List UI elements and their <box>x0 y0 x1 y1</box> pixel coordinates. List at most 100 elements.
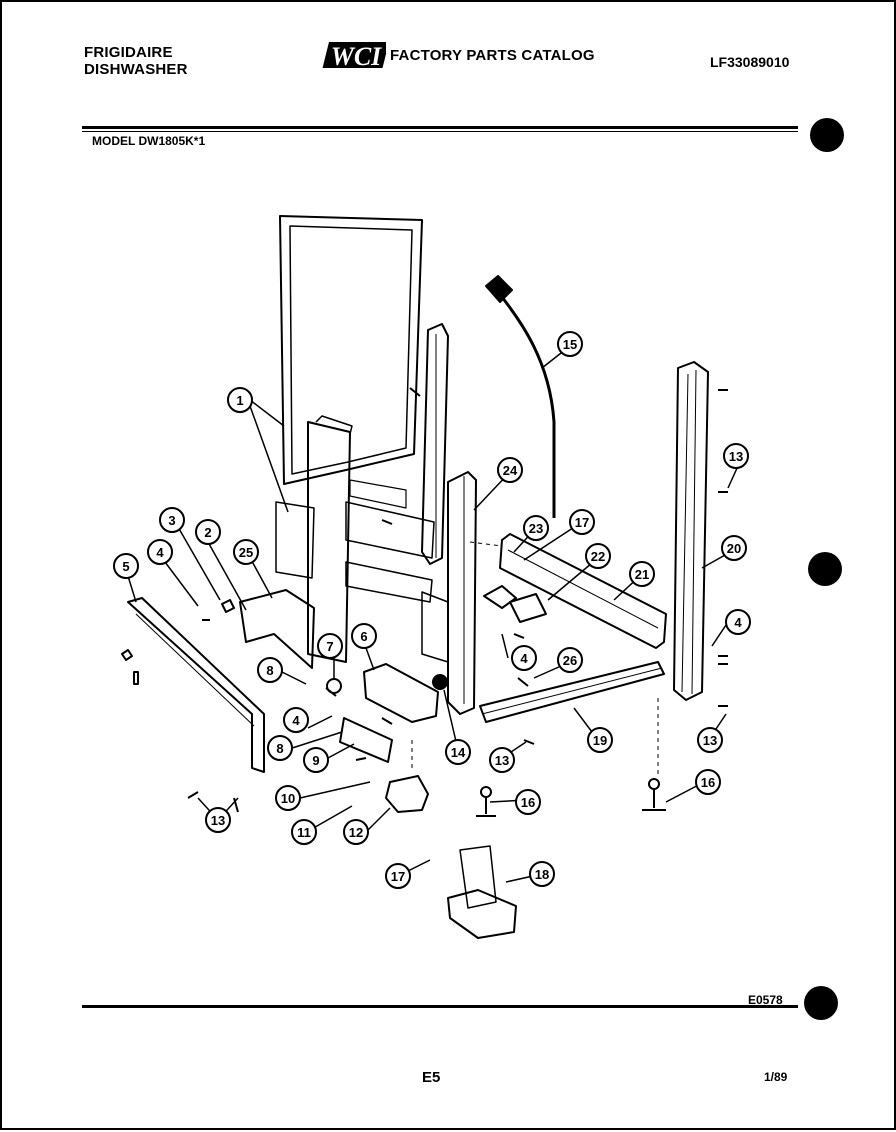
callout-26: 26 <box>557 647 583 673</box>
svg-text:13: 13 <box>729 449 743 464</box>
mounting-bracket-drawing <box>239 589 315 669</box>
frame-panel-drawing <box>279 215 423 485</box>
callout-4b: 4 <box>283 707 309 733</box>
svg-text:20: 20 <box>727 541 741 556</box>
callout-8a: 8 <box>257 657 283 683</box>
svg-text:15: 15 <box>563 337 577 352</box>
svg-text:25: 25 <box>239 545 253 560</box>
catalog-title: FACTORY PARTS CATALOG <box>390 46 595 64</box>
svg-text:12: 12 <box>349 825 363 840</box>
callout-11: 11 <box>291 819 317 845</box>
svg-text:3: 3 <box>168 513 175 528</box>
crossmember-rail-drawing <box>499 533 667 649</box>
latch-assembly-drawing <box>447 889 517 939</box>
svg-text:26: 26 <box>563 653 577 668</box>
callout-5: 5 <box>113 553 139 579</box>
svg-text:22: 22 <box>591 549 605 564</box>
callout-15: 15 <box>557 331 583 357</box>
document-number: LF33089010 <box>710 54 790 70</box>
product-type: DISHWASHER <box>84 61 188 78</box>
svg-text:14: 14 <box>451 745 466 760</box>
callout-4c: 4 <box>511 645 537 671</box>
callout-3: 3 <box>159 507 185 533</box>
side-bracket-drawing <box>447 471 477 715</box>
callout-4a: 4 <box>147 539 173 565</box>
catalog-heading: WCI FACTORY PARTS CATALOG <box>320 38 595 72</box>
svg-text:4: 4 <box>734 615 742 630</box>
callout-25: 25 <box>233 539 259 565</box>
wci-logo-icon: WCI <box>322 42 386 71</box>
callout-17b: 17 <box>385 863 411 889</box>
svg-text:5: 5 <box>122 559 129 574</box>
callout-19: 19 <box>587 727 613 753</box>
svg-text:6: 6 <box>360 629 367 644</box>
svg-text:21: 21 <box>635 567 649 582</box>
svg-text:4: 4 <box>156 545 164 560</box>
callout-24: 24 <box>497 457 523 483</box>
svg-text:4: 4 <box>520 651 528 666</box>
callout-10: 10 <box>275 785 301 811</box>
part-drawings <box>121 215 728 939</box>
callout-13b: 13 <box>205 807 231 833</box>
binder-hole <box>810 118 844 152</box>
svg-text:17: 17 <box>391 869 405 884</box>
door-switch-drawing <box>385 775 429 813</box>
callout-21: 21 <box>629 561 655 587</box>
callout-9: 9 <box>303 747 329 773</box>
svg-text:9: 9 <box>312 753 319 768</box>
svg-text:13: 13 <box>495 753 509 768</box>
svg-text:13: 13 <box>211 813 225 828</box>
callout-20: 20 <box>721 535 747 561</box>
svg-text:8: 8 <box>276 741 283 756</box>
power-cord-drawing <box>496 291 556 518</box>
callout-8b: 8 <box>267 735 293 761</box>
callout-13c: 13 <box>489 747 515 773</box>
footer-rule <box>82 1005 798 1008</box>
svg-text:23: 23 <box>529 521 543 536</box>
callout-16a: 16 <box>515 789 541 815</box>
svg-text:4: 4 <box>292 713 300 728</box>
brand-name: FRIGIDAIRE <box>84 44 173 61</box>
callout-13d: 13 <box>697 727 723 753</box>
callout-6: 6 <box>351 623 377 649</box>
callout-13a: 13 <box>723 443 749 469</box>
rear-post-drawing <box>421 323 449 565</box>
svg-text:13: 13 <box>703 733 717 748</box>
page-number: E5 <box>422 1069 441 1086</box>
figure-code: E0578 <box>748 993 783 1007</box>
callout-12: 12 <box>343 819 369 845</box>
svg-text:17: 17 <box>575 515 589 530</box>
hinge-cover-drawing <box>363 663 439 723</box>
right-rail-drawing <box>673 361 709 701</box>
callout-2: 2 <box>195 519 221 545</box>
header-rule-thin <box>82 131 798 132</box>
callout-7: 7 <box>317 633 343 659</box>
front-rail-drawing <box>479 661 665 723</box>
svg-text:19: 19 <box>593 733 607 748</box>
binder-hole <box>804 986 838 1020</box>
svg-text:1: 1 <box>236 393 243 408</box>
svg-text:2: 2 <box>204 525 211 540</box>
callout-1: 1 <box>227 387 253 413</box>
callout-23: 23 <box>523 515 549 541</box>
svg-text:10: 10 <box>281 791 295 806</box>
brand-block: FRIGIDAIRE DISHWASHER <box>84 44 188 78</box>
publication-date: 1/89 <box>764 1070 788 1084</box>
svg-text:18: 18 <box>535 867 549 882</box>
svg-text:8: 8 <box>266 663 273 678</box>
svg-text:7: 7 <box>326 639 333 654</box>
binder-hole <box>808 552 842 586</box>
svg-text:24: 24 <box>503 463 518 478</box>
callout-markers: 1 2 3 4 4 4 4 5 6 7 8 8 9 10 11 12 13 13… <box>113 331 751 889</box>
left-angle-rail-drawing <box>127 597 265 773</box>
callout-14: 14 <box>445 739 471 765</box>
model-number: MODEL DW1805K*1 <box>92 134 206 148</box>
header-rule <box>82 126 798 129</box>
callout-22: 22 <box>585 543 611 569</box>
callout-4d: 4 <box>725 609 751 635</box>
callout-16b: 16 <box>695 769 721 795</box>
svg-text:11: 11 <box>297 825 311 840</box>
svg-text:16: 16 <box>701 775 715 790</box>
